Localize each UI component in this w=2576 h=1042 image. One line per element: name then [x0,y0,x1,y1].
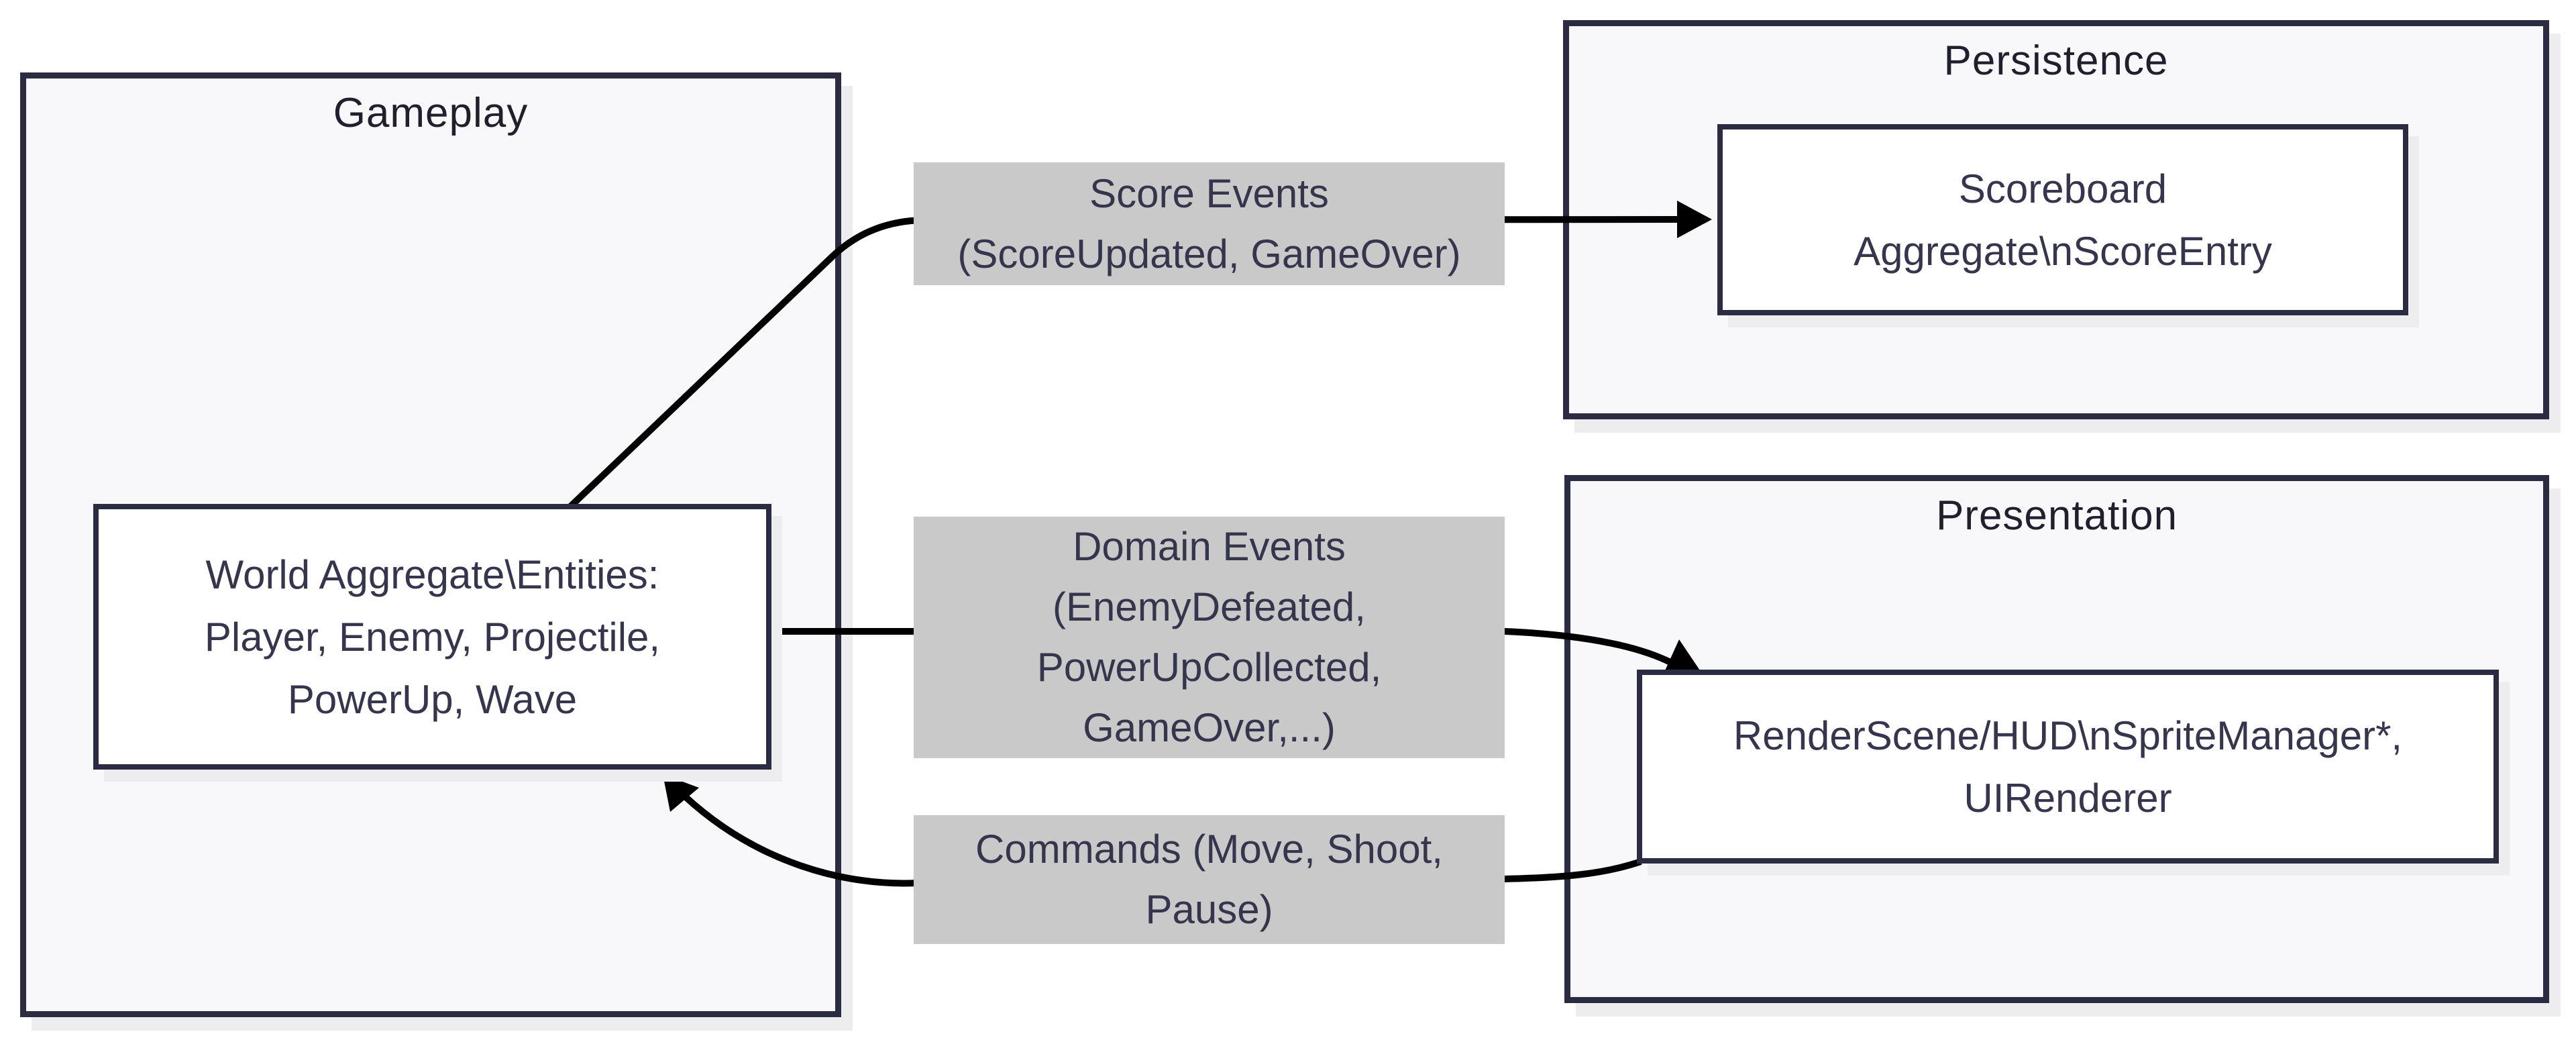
node-world-aggregate: World Aggregate\Entities: Player, Enemy,… [93,504,771,770]
node-world-line-1: World Aggregate\Entities: [205,552,659,597]
node-scoreboard-line-2: Aggregate\nScoreEntry [1854,228,2272,274]
cluster-gameplay-title: Gameplay [333,90,529,136]
cluster-persistence-title: Persistence [1943,38,2169,84]
edge-label-score-events-line-1: Score Events [1089,170,1329,216]
node-scoreboard-line-1: Scoreboard [1958,166,2167,211]
arrowhead-domain-events [1663,639,1701,675]
node-render-scene: RenderScene/HUD\nSpriteManager*, UIRende… [1637,670,2499,864]
edge-label-commands-line-2: Pause) [1145,887,1273,932]
edge-label-domain-events-line-4: GameOver,...) [1083,705,1336,750]
cluster-presentation-title: Presentation [1935,492,2178,539]
edge-label-domain-events: Domain Events (EnemyDefeated, PowerUpCol… [914,517,1505,758]
edge-label-domain-events-line-3: PowerUpCollected, [1036,645,1382,690]
arrowhead-commands [663,774,699,812]
node-render-line-2: UIRenderer [1964,775,2172,821]
edge-commands [682,793,1642,887]
edge-label-commands-line-1: Commands (Move, Shoot, [975,827,1443,872]
edge-domain-events [771,628,1674,666]
edge-label-commands: Commands (Move, Shoot, Pause) [914,815,1505,944]
edge-label-domain-events-line-1: Domain Events [1073,524,1346,569]
node-scoreboard-aggregate: Scoreboard Aggregate\nScoreEntry [1717,124,2408,315]
node-render-line-1: RenderScene/HUD\nSpriteManager*, [1733,713,2403,758]
edge-label-score-events: Score Events (ScoreUpdated, GameOver) [914,162,1505,285]
node-world-line-2: Player, Enemy, Projectile, [204,614,661,660]
edge-label-score-events-line-2: (ScoreUpdated, GameOver) [957,231,1461,276]
edge-label-domain-events-line-2: (EnemyDefeated, [1053,584,1366,629]
arrowhead-score-events [1677,201,1712,238]
node-world-line-3: PowerUp, Wave [287,676,578,722]
